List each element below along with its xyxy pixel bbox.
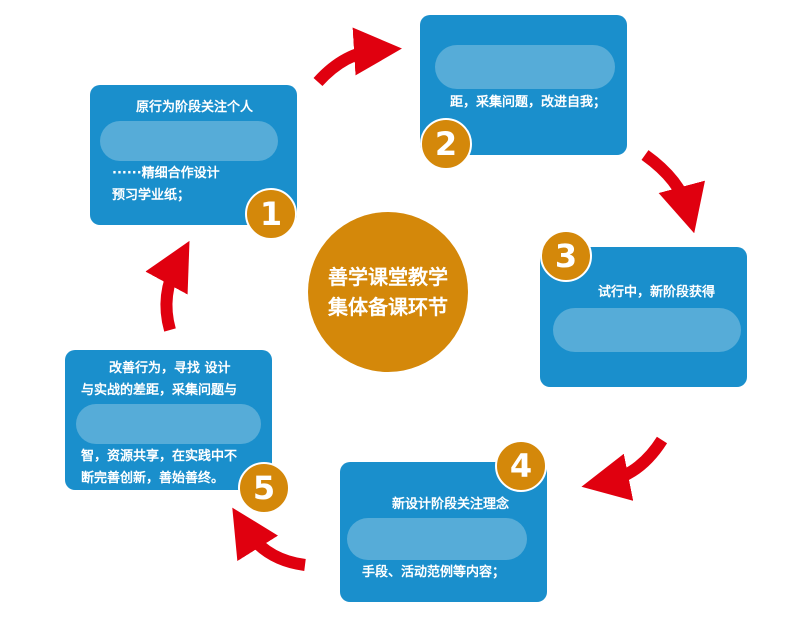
step-text: 智，资源共享，在实践中不	[81, 449, 238, 464]
step-text: 距，采集问题，改进自我；	[450, 95, 607, 110]
arrow-5-1	[145, 240, 190, 332]
center-title-line2: 集体备课环节	[328, 295, 448, 319]
step-3-badge: 3	[540, 230, 592, 282]
blurred-region	[347, 518, 527, 560]
blurred-region	[100, 121, 278, 161]
blurred-region	[553, 308, 741, 352]
center-title-line1: 善学课堂教学	[328, 265, 448, 289]
step-2-badge: 2	[420, 118, 472, 170]
step-text: 新设计阶段关注理念	[392, 497, 510, 512]
step-text: ······精细合作设计	[112, 166, 220, 181]
arrow-3-4	[581, 436, 668, 501]
step-text: 断完善创新，善始善终。	[81, 471, 225, 486]
blurred-region	[76, 404, 261, 444]
center-circle: 善学课堂教学 集体备课环节	[308, 212, 468, 372]
step-text: 预习学业纸；	[112, 188, 191, 203]
step-text: 原行为阶段关注个人	[136, 100, 254, 115]
arrow-1-2	[313, 27, 402, 87]
step-5-badge: 5	[238, 462, 290, 514]
step-1-badge: 1	[245, 188, 297, 240]
step-4-badge: 4	[495, 440, 547, 492]
arrow-4-5	[232, 507, 306, 571]
blurred-region	[435, 45, 615, 89]
step-text: 手段、活动范例等内容；	[362, 565, 506, 580]
step-text: 试行中，新阶段获得	[598, 285, 716, 300]
arrow-2-3	[641, 150, 705, 234]
step-text: 与实战的差距，采集问题与	[81, 383, 238, 398]
step-text: 改善行为，寻找 设计	[109, 361, 231, 376]
